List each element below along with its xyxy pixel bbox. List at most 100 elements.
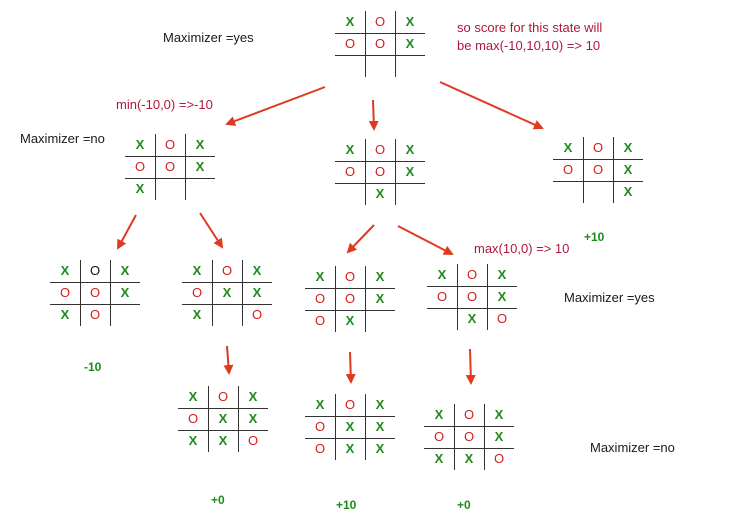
grid-line-horizontal xyxy=(335,183,425,184)
grid-line-horizontal xyxy=(178,408,268,409)
grid-line-horizontal xyxy=(182,304,272,305)
board-cell: O xyxy=(436,289,448,304)
board-cell: X xyxy=(218,433,228,448)
grid-line-vertical xyxy=(613,137,614,203)
board-cell: X xyxy=(497,267,507,282)
board-cell: O xyxy=(89,263,101,278)
grid-line-horizontal xyxy=(553,181,643,182)
board-cell: X xyxy=(434,451,444,466)
board-cell: X xyxy=(375,419,385,434)
board-cell xyxy=(583,181,613,203)
board-cell: X xyxy=(252,285,262,300)
board-cell: X xyxy=(192,263,202,278)
board-cell: O xyxy=(221,263,233,278)
grid-line-horizontal xyxy=(427,286,517,287)
board-cell: O xyxy=(164,137,176,152)
grid-line-horizontal xyxy=(125,178,215,179)
grid-line-vertical xyxy=(395,11,396,77)
board-cell xyxy=(553,181,583,203)
board-cell: O xyxy=(251,307,263,322)
board-cell: X xyxy=(467,311,477,326)
arrow-root-right xyxy=(439,81,544,130)
grid-line-vertical xyxy=(110,260,111,326)
board-cell: X xyxy=(497,289,507,304)
board-cell: X xyxy=(345,142,355,157)
board-cell: X xyxy=(120,285,130,300)
board-cell: X xyxy=(248,411,258,426)
score-leaf-b: +10 xyxy=(336,498,357,512)
board-cell: X xyxy=(60,307,70,322)
arrow-root-mid xyxy=(368,99,379,131)
board-cell: O xyxy=(433,429,445,444)
grid-line-vertical xyxy=(185,134,186,200)
score-leaf-a: +0 xyxy=(211,493,225,507)
board-cell: X xyxy=(375,269,385,284)
grid-line-horizontal xyxy=(553,159,643,160)
board-cell: X xyxy=(375,291,385,306)
board-cell xyxy=(335,55,365,77)
board-cell: X xyxy=(405,14,415,29)
board-cell: X xyxy=(188,389,198,404)
board-cell: O xyxy=(344,291,356,306)
board-cell: O xyxy=(374,142,386,157)
board-cell: O xyxy=(344,397,356,412)
board-cell: O xyxy=(592,162,604,177)
grid-line-horizontal xyxy=(305,310,395,311)
board-cell: X xyxy=(60,263,70,278)
board-cell xyxy=(427,308,457,330)
board-cell: O xyxy=(314,419,326,434)
board-cell: O xyxy=(191,285,203,300)
arrow-mr-down xyxy=(465,348,476,385)
grid-line-vertical xyxy=(395,139,396,205)
board-cell: X xyxy=(405,142,415,157)
board-cell: O xyxy=(247,433,259,448)
arrow-left-ll xyxy=(117,214,137,250)
board-cell: X xyxy=(222,285,232,300)
grid-line-horizontal xyxy=(424,426,514,427)
grid-line-horizontal xyxy=(50,282,140,283)
grid-line-vertical xyxy=(212,260,213,326)
score-leaf-c: +0 xyxy=(457,498,471,512)
board-cell: O xyxy=(59,285,71,300)
board-cell xyxy=(395,183,425,205)
board-cell: X xyxy=(375,186,385,201)
board-cell: O xyxy=(463,407,475,422)
board-cell: O xyxy=(89,307,101,322)
board-cell: X xyxy=(434,407,444,422)
grid-line-horizontal xyxy=(335,33,425,34)
score-right-child: +10 xyxy=(584,230,605,244)
min-note: min(-10,0) =>-10 xyxy=(116,97,213,112)
board-cell: X xyxy=(375,397,385,412)
board-cell: X xyxy=(623,140,633,155)
board-cell: X xyxy=(315,397,325,412)
board-cell: X xyxy=(218,411,228,426)
grid-line-horizontal xyxy=(427,308,517,309)
max-note: max(10,0) => 10 xyxy=(474,241,570,256)
board-cell: X xyxy=(120,263,130,278)
grid-line-horizontal xyxy=(305,416,395,417)
board-cell: O xyxy=(466,267,478,282)
board-cell: X xyxy=(135,181,145,196)
maximizer-no-left-label: Maximizer =no xyxy=(20,131,105,146)
board-cell: O xyxy=(164,159,176,174)
board-cell: X xyxy=(375,441,385,456)
grid-line-vertical xyxy=(365,266,366,332)
board-cell: X xyxy=(494,407,504,422)
grid-line-vertical xyxy=(80,260,81,326)
board-cell: O xyxy=(374,164,386,179)
grid-line-vertical xyxy=(335,266,336,332)
board-cell: X xyxy=(345,441,355,456)
grid-line-horizontal xyxy=(178,430,268,431)
grid-line-horizontal xyxy=(424,448,514,449)
grid-line-horizontal xyxy=(335,55,425,56)
maximizer-yes-top-label: Maximizer =yes xyxy=(163,30,254,45)
board-cell: O xyxy=(496,311,508,326)
board-cell: O xyxy=(314,291,326,306)
board-cell: X xyxy=(315,269,325,284)
